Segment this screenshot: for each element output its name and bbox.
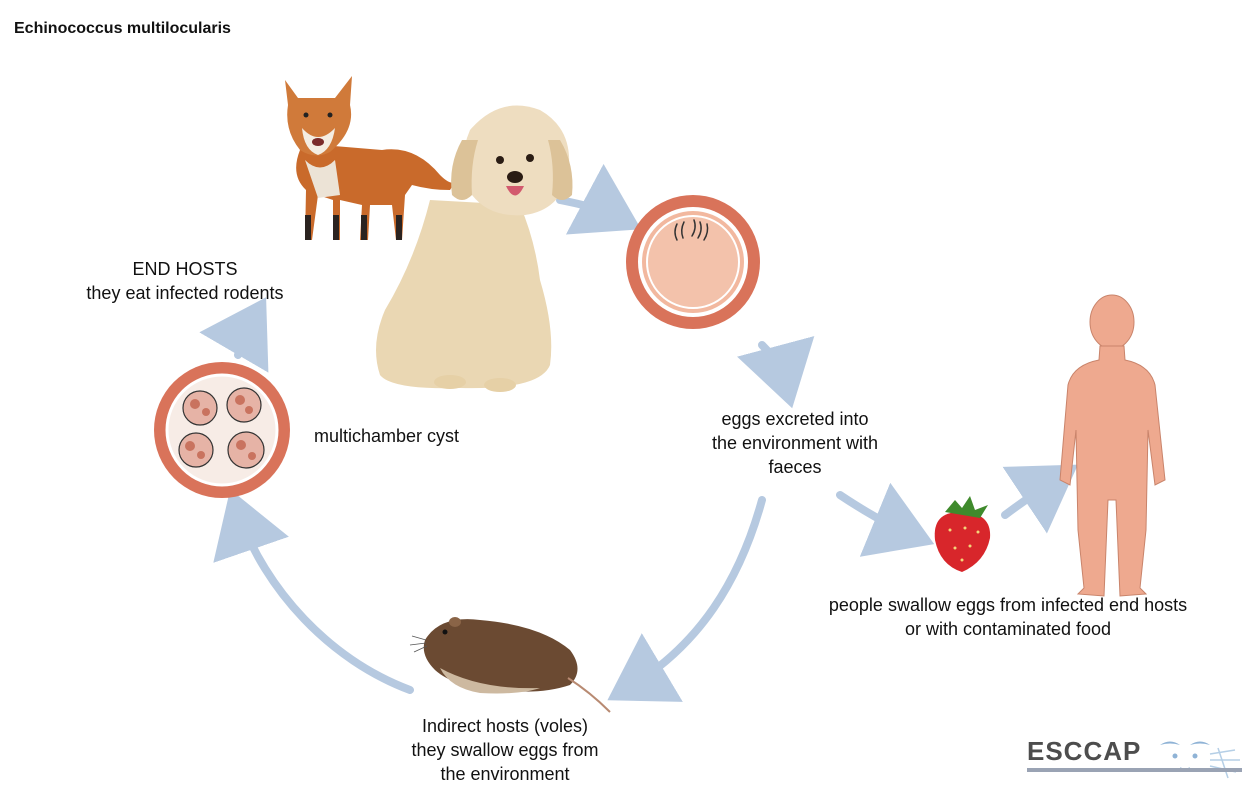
egg-icon: [626, 195, 760, 329]
people-label-line1: people swallow eggs from infected end ho…: [768, 593, 1248, 617]
eggs-label-line3: faeces: [660, 455, 930, 479]
esccap-logo-text: ESCCAP: [1027, 736, 1141, 767]
esccap-logo-mark-icon: [1160, 742, 1240, 779]
indirect-hosts-label-line1: Indirect hosts (voles): [355, 714, 655, 738]
cyst-label: multichamber cyst: [314, 424, 459, 448]
arrow-eggs-to-vole: [628, 500, 762, 688]
people-label: people swallow eggs from infected end ho…: [768, 593, 1248, 641]
dog-icon: [376, 106, 573, 393]
strawberry-icon: [935, 496, 990, 572]
people-label-line2: or with contaminated food: [768, 617, 1248, 641]
multichamber-cyst-icon: [154, 362, 290, 498]
esccap-logo-underline: [1027, 768, 1242, 772]
arrow-eggs-to-strawberry: [840, 495, 912, 535]
arrow-cyst-to-endhosts: [238, 318, 254, 355]
eggs-label-line1: eggs excreted into: [660, 407, 930, 431]
human-silhouette-icon: [1060, 295, 1165, 596]
arrow-egg-to-eggs-label: [762, 345, 786, 385]
eggs-label-line2: the environment with: [660, 431, 930, 455]
end-hosts-label: END HOSTS they eat infected rodents: [40, 257, 330, 305]
end-hosts-label-line1: END HOSTS: [40, 257, 330, 281]
diagram-title: Echinococcus multilocularis: [14, 20, 231, 38]
arrow-vole-to-cyst: [238, 512, 410, 690]
vole-icon: [410, 617, 610, 712]
eggs-label: eggs excreted into the environment with …: [660, 407, 930, 479]
arrow-dog-to-egg: [560, 200, 620, 218]
end-hosts-label-line2: they eat infected rodents: [40, 281, 330, 305]
indirect-hosts-label-line2: they swallow eggs from: [355, 738, 655, 762]
indirect-hosts-label-line3: the environment: [355, 762, 655, 786]
indirect-hosts-label: Indirect hosts (voles) they swallow eggs…: [355, 714, 655, 786]
arrow-strawberry-to-human: [1005, 478, 1058, 515]
